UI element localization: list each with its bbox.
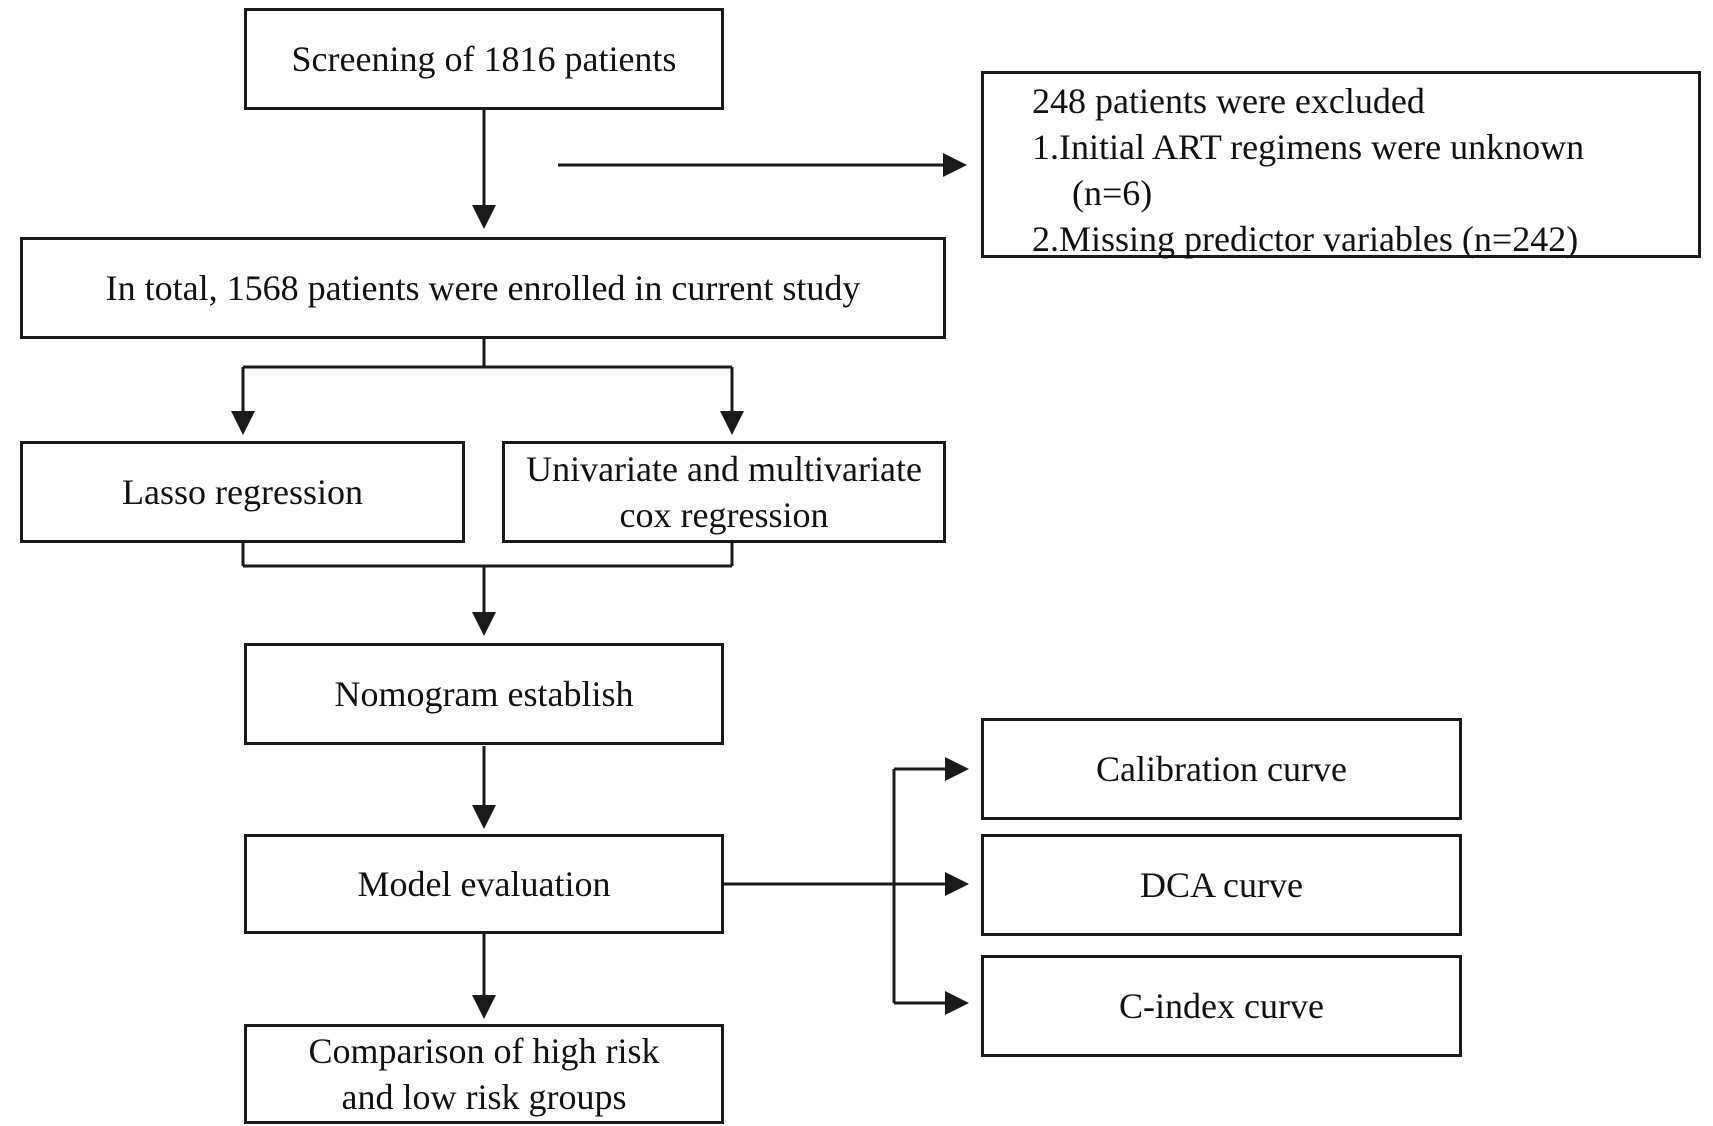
c-index-curve-text: C-index curve: [1119, 986, 1324, 1026]
calibration-curve-box: Calibration curve: [981, 718, 1462, 820]
cox-regression-box: Univariate and multivariate cox regressi…: [502, 441, 946, 543]
exclusion-item: 2.Missing predictor variables (n=242): [1032, 219, 1579, 259]
lasso-regression-box: Lasso regression: [20, 441, 465, 543]
comparison-box: Comparison of high risk and low risk gro…: [244, 1024, 724, 1124]
lasso-regression-text: Lasso regression: [122, 472, 363, 512]
dca-curve-text: DCA curve: [1140, 865, 1303, 905]
cox-regression-text-line1: Univariate and multivariate: [526, 449, 922, 489]
exclusion-item: 1.Initial ART regimens were unknown: [1032, 127, 1585, 167]
dca-curve-box: DCA curve: [981, 834, 1462, 936]
exclusion-item: (n=6): [1072, 173, 1153, 213]
comparison-text-line2: and low risk groups: [341, 1077, 627, 1117]
calibration-curve-text: Calibration curve: [1096, 749, 1347, 789]
nomogram-text: Nomogram establish: [334, 674, 634, 714]
enrolled-text: In total, 1568 patients were enrolled in…: [105, 268, 861, 308]
comparison-text-line1: Comparison of high risk: [308, 1031, 660, 1071]
exclusion-box: 248 patients were excluded 1.Initial ART…: [981, 71, 1701, 259]
exclusion-heading: 248 patients were excluded: [1032, 81, 1425, 121]
model-evaluation-text: Model evaluation: [357, 864, 611, 904]
c-index-curve-box: C-index curve: [981, 955, 1462, 1057]
model-evaluation-box: Model evaluation: [244, 834, 724, 934]
enrolled-box: In total, 1568 patients were enrolled in…: [20, 237, 946, 339]
nomogram-box: Nomogram establish: [244, 643, 724, 745]
screening-text: Screening of 1816 patients: [291, 39, 677, 79]
screening-box: Screening of 1816 patients: [244, 8, 724, 110]
cox-regression-text-line2: cox regression: [619, 495, 829, 535]
